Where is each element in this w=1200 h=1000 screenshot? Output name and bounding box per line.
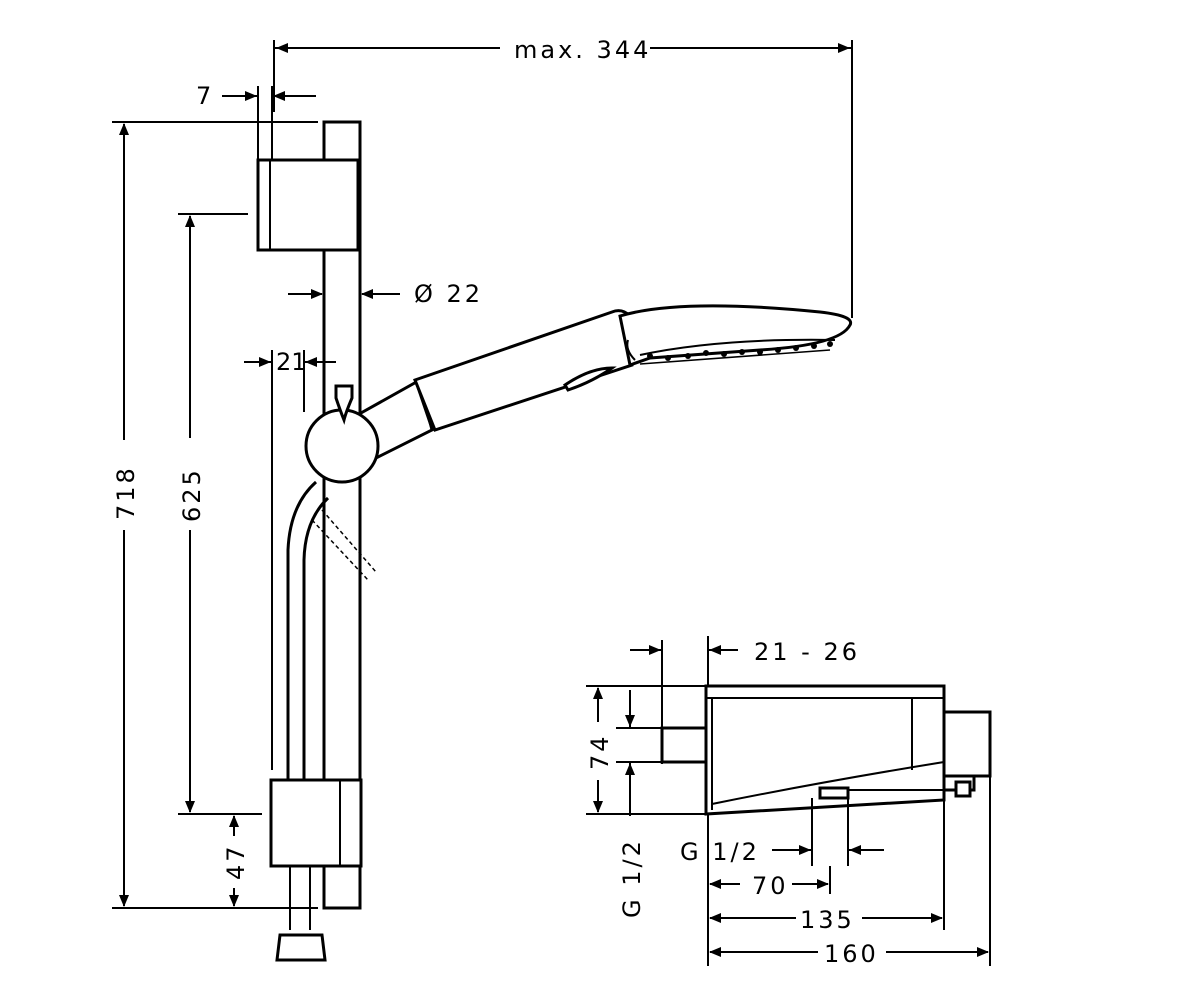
dim-bar-diameter: Ø 22 xyxy=(288,280,483,308)
bottom-wall-bracket xyxy=(269,778,363,868)
dim-bottom-offset: 47 xyxy=(222,815,250,907)
dim-max-reach: max. 344 xyxy=(273,36,853,318)
hand-shower xyxy=(350,304,853,465)
dim-inlet-left: G 1/2 xyxy=(616,690,662,918)
dim-wall-gap: 21 - 26 xyxy=(630,636,860,686)
label-max-reach: max. 344 xyxy=(514,36,651,64)
label-hook-offset: 7 xyxy=(196,82,214,110)
label-bar-diameter: Ø 22 xyxy=(414,280,483,308)
label-total-height: 718 xyxy=(112,465,140,520)
label-bracket-spacing: 625 xyxy=(178,467,206,522)
label-holder-offset: 21 xyxy=(276,348,307,376)
label-wall-gap: 21 - 26 xyxy=(754,638,860,666)
dim-holder-offset: 21 xyxy=(244,348,336,770)
dim-outlet-70: 70 xyxy=(707,814,831,966)
label-thermostat-height: 74 xyxy=(586,733,614,770)
label-width-160: 160 xyxy=(824,940,879,968)
label-inlet-right: G 1/2 xyxy=(680,838,760,866)
dim-width-135: 135 xyxy=(709,800,945,934)
label-width-135: 135 xyxy=(800,906,855,934)
rail-bar xyxy=(322,120,362,910)
top-wall-bracket xyxy=(256,158,360,252)
dim-bracket-spacing: 625 xyxy=(178,213,262,815)
dim-total-height: 718 xyxy=(112,121,318,909)
shower-rail-assembly xyxy=(256,120,853,962)
dim-thermostat-height: 74 xyxy=(586,685,706,815)
dim-width-160: 160 xyxy=(709,776,991,968)
label-bottom-offset: 47 xyxy=(222,843,250,880)
shower-hose xyxy=(275,480,330,962)
thermostat-assembly xyxy=(660,640,992,816)
label-inlet-left: G 1/2 xyxy=(618,838,646,918)
shower-nozzles xyxy=(639,341,833,365)
label-outlet-70: 70 xyxy=(752,872,789,900)
slider-holder xyxy=(304,384,380,484)
dim-inlet-right: G 1/2 xyxy=(680,798,884,866)
